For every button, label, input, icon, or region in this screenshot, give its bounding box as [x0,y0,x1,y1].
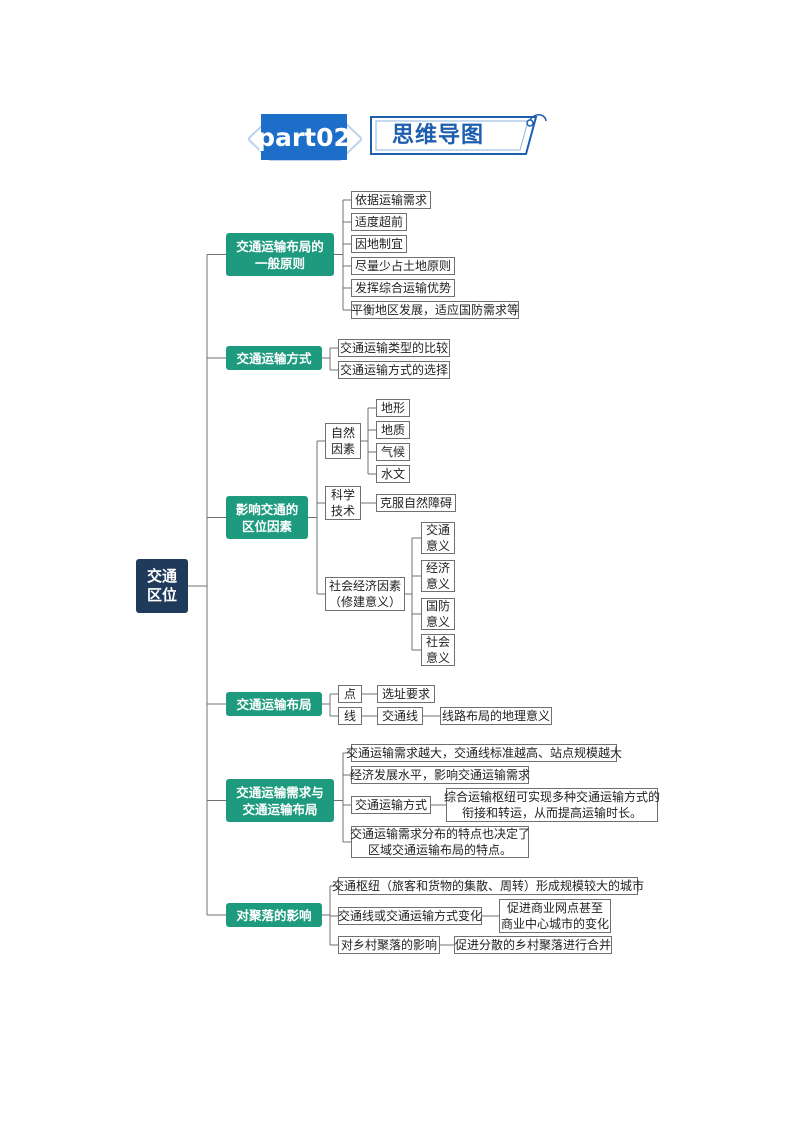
significance-item: 社会 意义 [421,634,455,666]
branch-transport-layout: 交通运输布局 [226,692,322,716]
branch-demand-and-layout-label: 交通运输需求与 交通运输布局 [236,784,324,817]
factor-socioeconomic-label: 社会经济因素 （修建意义） [329,579,402,609]
branch-layout-principles-label: 交通运输布局的 一般原则 [236,238,324,271]
commerce-item: 促进商业网点甚至 商业中心城市的变化 [499,899,611,933]
rural-item-label: 促进分散的乡村聚落进行合并 [455,938,612,952]
branch-transport-modes-label: 交通运输方式 [236,350,312,366]
natural-factor-item-label: 地质 [381,423,406,437]
demand-item-label: 交通运输需求分布的特点也决定了 区域交通运输布局的特点。 [350,827,531,857]
mode-item: 交通运输类型的比较 [338,339,450,357]
layout-point-label: 点 [343,687,356,701]
demand-item: 交通运输需求分布的特点也决定了 区域交通运输布局的特点。 [350,826,531,858]
transport-line: 交通线 [377,707,423,725]
principle-item-label: 适度超前 [355,215,404,229]
factor-natural-label: 自然 因素 [330,426,355,456]
settlement-rural-label: 对乡村聚落的影响 [341,938,438,952]
line-item: 线路布局的地理意义 [440,707,552,725]
root-node-label: 交通 区位 [146,567,177,604]
demand-item: 经济发展水平，影响交通运输需求 [350,766,531,784]
principle-item: 依据运输需求 [351,191,431,209]
principle-item-label: 平衡地区发展，适应国防需求等 [351,303,520,317]
principle-item-label: 发挥综合运输优势 [355,281,452,295]
demand-mode-label: 交通运输方式 [355,798,428,812]
natural-factor-item: 水文 [376,465,410,483]
principle-item: 平衡地区发展，适应国防需求等 [351,301,519,319]
significance-item: 交通 意义 [421,522,455,554]
settlement-item-label: 交通枢纽（旅客和货物的集散、周转）形成规模较大的城市 [332,879,645,893]
demand-item: 交通运输需求越大，交通线标准越高、站点规模越大 [346,744,622,762]
principle-item-label: 尽量少占土地原则 [355,259,452,273]
branch-layout-principles: 交通运输布局的 一般原则 [226,233,334,276]
natural-factor-item: 地形 [376,399,410,417]
transport-line-label: 交通线 [382,709,419,723]
natural-factor-item-label: 气候 [381,445,406,459]
branch-transport-layout-label: 交通运输布局 [236,696,312,712]
demand-item-label: 交通运输需求越大，交通线标准越高、站点规模越大 [346,746,623,760]
natural-factor-item: 气候 [376,443,410,461]
principle-item: 尽量少占土地原则 [351,257,455,275]
header-badge: part02 [257,114,351,160]
root-node: 交通 区位 [136,559,188,613]
header-title: 思维导图 [392,123,485,148]
point-item-label: 选址要求 [382,687,431,701]
layout-point: 点 [338,685,362,703]
principle-item: 适度超前 [351,213,407,231]
factor-technology-label: 科学 技术 [330,488,355,518]
principle-item-label: 依据运输需求 [355,193,428,207]
hub-item: 综合运输枢纽可实现多种交通运输方式的 衔接和转运，从而提高运输时长。 [444,788,661,822]
point-item: 选址要求 [377,685,435,703]
significance-item-label: 经济 意义 [426,561,451,591]
mode-item-label: 交通运输方式的选择 [340,363,449,377]
layout-line-label: 线 [343,709,356,723]
branch-location-factors-label: 影响交通的 区位因素 [235,501,299,534]
significance-item-label: 社会 意义 [426,635,451,665]
principle-item-label: 因地制宜 [355,237,404,251]
settlement-line-change-label: 交通线或交通运输方式变化 [338,909,483,923]
branch-demand-and-layout: 交通运输需求与 交通运输布局 [226,779,334,822]
branch-transport-modes: 交通运输方式 [226,346,322,370]
natural-factor-item-label: 地形 [381,401,406,415]
mode-item-label: 交通运输类型的比较 [340,341,449,355]
branch-settlement-impact: 对聚落的影响 [226,903,322,927]
factor-socioeconomic: 社会经济因素 （修建意义） [325,577,405,611]
settlement-rural: 对乡村聚落的影响 [338,936,440,954]
header-title-frame [370,114,547,155]
factor-natural: 自然 因素 [325,423,361,459]
significance-item: 经济 意义 [421,560,455,592]
technology-item-label: 克服自然障碍 [380,496,453,510]
natural-factor-item-label: 水文 [381,467,406,481]
layout-line: 线 [338,707,362,725]
hub-item-label: 综合运输枢纽可实现多种交通运输方式的 衔接和转运，从而提高运输时长。 [444,790,661,820]
demand-mode: 交通运输方式 [351,796,431,814]
technology-item: 克服自然障碍 [376,494,456,512]
branch-location-factors: 影响交通的 区位因素 [226,496,308,539]
branch-settlement-impact-label: 对聚落的影响 [236,907,312,923]
settlement-line-change: 交通线或交通运输方式变化 [338,907,482,925]
factor-technology: 科学 技术 [325,486,361,520]
mode-item: 交通运输方式的选择 [338,361,450,379]
significance-item-label: 交通 意义 [426,523,451,553]
line-item-label: 线路布局的地理意义 [442,709,551,723]
significance-item-label: 国防 意义 [426,599,451,629]
significance-item: 国防 意义 [421,598,455,630]
settlement-item: 交通枢纽（旅客和货物的集散、周转）形成规模较大的城市 [332,877,644,895]
principle-item: 发挥综合运输优势 [351,279,455,297]
commerce-item-label: 促进商业网点甚至 商业中心城市的变化 [501,901,610,931]
natural-factor-item: 地质 [376,421,410,439]
principle-item: 因地制宜 [351,235,407,253]
demand-item-label: 经济发展水平，影响交通运输需求 [350,768,531,782]
rural-item: 促进分散的乡村聚落进行合并 [454,936,612,954]
